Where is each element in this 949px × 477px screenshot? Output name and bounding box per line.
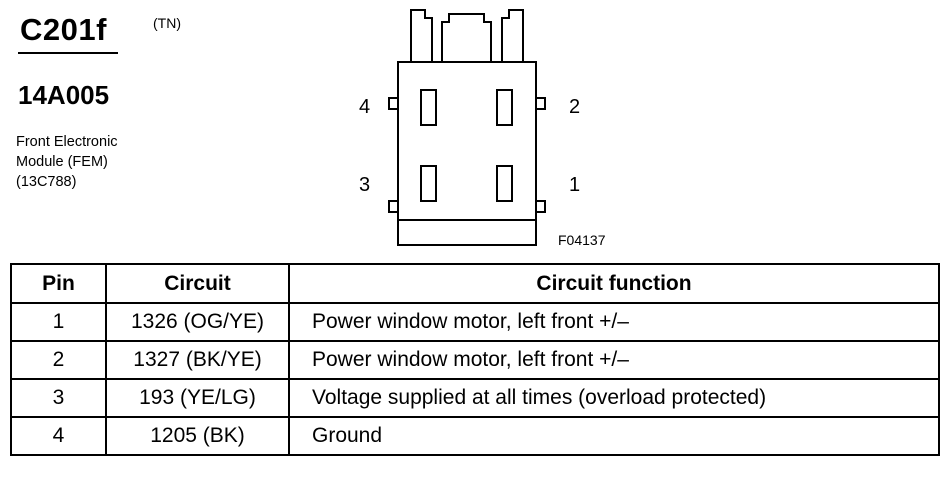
connector-side-tab [535,200,546,213]
table-row: 2 1327 (BK/YE) Power window motor, left … [10,340,940,380]
connector-latch-outline [501,9,524,62]
connector-id: C201f [20,12,107,47]
circuit-cell: 1205 (BK) [105,416,290,456]
function-cell: Power window motor, left front +/– [288,302,940,342]
column-header-function: Circuit function [288,263,940,304]
table-header-row: Pin Circuit Circuit function [10,263,940,304]
description-line: (13C788) [16,174,77,190]
table-row: 3 193 (YE/LG) Voltage supplied at all ti… [10,378,940,418]
description-line: Front Electronic [16,134,118,150]
connector-tag: (TN) [153,15,181,31]
connector-side-tab [535,97,546,110]
part-number: 14A005 [18,80,110,110]
pin-table: Pin Circuit Circuit function 1 1326 (OG/… [10,263,940,456]
pin-label-1: 1 [569,174,581,196]
column-header-circuit: Circuit [105,263,290,304]
pin-cell: 4 [10,416,107,456]
function-cell: Ground [288,416,940,456]
connector-lock-tab [441,13,492,62]
pin-cavity-2 [496,89,513,126]
circuit-cell: 1326 (OG/YE) [105,302,290,342]
figure-id: F04137 [558,232,606,248]
column-header-pin: Pin [10,263,107,304]
circuit-cell: 1327 (BK/YE) [105,340,290,380]
pin-cavity-1 [496,165,513,202]
function-cell: Power window motor, left front +/– [288,340,940,380]
connector-face-diagram [388,9,546,246]
table-row: 4 1205 (BK) Ground [10,416,940,456]
pin-cell: 2 [10,340,107,380]
connector-body [397,61,537,246]
connector-id-underline [18,52,118,54]
connector-side-tab [388,97,399,110]
pin-cavity-4 [420,89,437,126]
pin-label-2: 2 [569,96,581,118]
pin-cell: 1 [10,302,107,342]
table-row: 1 1326 (OG/YE) Power window motor, left … [10,302,940,342]
pin-cavity-3 [420,165,437,202]
description-line: Module (FEM) [16,154,108,170]
connector-latch-outline [410,9,433,62]
pin-label-4: 4 [359,96,371,118]
connector-side-tab [388,200,399,213]
pin-label-3: 3 [359,174,371,196]
pin-cell: 3 [10,378,107,418]
circuit-cell: 193 (YE/LG) [105,378,290,418]
function-cell: Voltage supplied at all times (overload … [288,378,940,418]
